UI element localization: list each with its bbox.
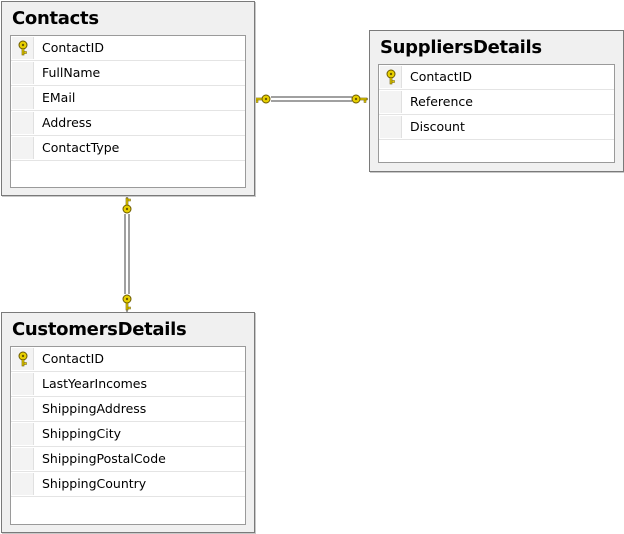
column-name: ContactType [42,140,120,155]
row-selector[interactable] [380,91,402,113]
row-selector[interactable] [12,348,34,370]
column-row[interactable]: ShippingAddress [11,397,245,422]
column-name: ShippingCountry [42,476,147,491]
row-selector[interactable] [380,66,402,88]
row-selector[interactable] [12,423,34,445]
row-selector[interactable] [12,448,34,470]
table-suppliers-details[interactable]: SuppliersDetails ContactID Reference Dis… [369,30,624,172]
key-icon [122,294,132,311]
column-row[interactable]: Reference [379,90,614,115]
column-name: Address [42,115,92,130]
column-row[interactable]: FullName [11,61,245,86]
column-row[interactable]: LastYearIncomes [11,372,245,397]
column-name: ShippingCity [42,426,122,441]
key-icon [122,197,132,214]
column-row[interactable]: ShippingCountry [11,472,245,497]
relationship-contacts-suppliers[interactable] [254,94,368,104]
row-selector[interactable] [12,398,34,420]
column-row[interactable]: Discount [379,115,614,140]
row-selector[interactable] [380,116,402,138]
column-row[interactable]: EMail [11,86,245,111]
column-list: ContactID Reference Discount [378,64,615,163]
column-name: EMail [42,90,76,105]
row-selector[interactable] [12,473,34,495]
primary-key-icon [386,69,396,85]
table-contacts[interactable]: Contacts ContactID FullName EMail Addres… [1,1,255,196]
column-name: Discount [410,119,465,134]
table-title: CustomersDetails [12,319,187,340]
column-row[interactable]: Address [11,111,245,136]
column-name: LastYearIncomes [42,376,148,391]
column-name: Reference [410,94,473,109]
column-name: ShippingPostalCode [42,451,166,466]
column-name: ContactID [42,351,104,366]
column-list: ContactID FullName EMail Address Contact… [10,35,246,188]
table-customers-details[interactable]: CustomersDetails ContactID LastYearIncom… [1,312,255,533]
column-row[interactable]: ShippingPostalCode [11,447,245,472]
table-title: Contacts [12,8,99,29]
key-icon [351,94,368,104]
row-selector[interactable] [12,62,34,84]
column-name: FullName [42,65,101,80]
key-icon [254,94,271,104]
column-row[interactable]: ContactID [11,36,245,61]
row-selector[interactable] [12,37,34,59]
row-selector[interactable] [12,112,34,134]
column-list: ContactID LastYearIncomes ShippingAddres… [10,346,246,525]
column-row[interactable]: ContactID [379,65,614,90]
primary-key-icon [18,351,28,367]
column-name: ContactID [410,69,472,84]
row-selector[interactable] [12,373,34,395]
row-selector[interactable] [12,87,34,109]
row-selector[interactable] [12,137,34,159]
column-name: ContactID [42,40,104,55]
primary-key-icon [18,40,28,56]
column-name: ShippingAddress [42,401,147,416]
column-row[interactable]: ContactType [11,136,245,161]
column-row[interactable]: ContactID [11,347,245,372]
column-row[interactable]: ShippingCity [11,422,245,447]
table-title: SuppliersDetails [380,37,542,58]
relationship-contacts-customers[interactable] [122,196,132,312]
